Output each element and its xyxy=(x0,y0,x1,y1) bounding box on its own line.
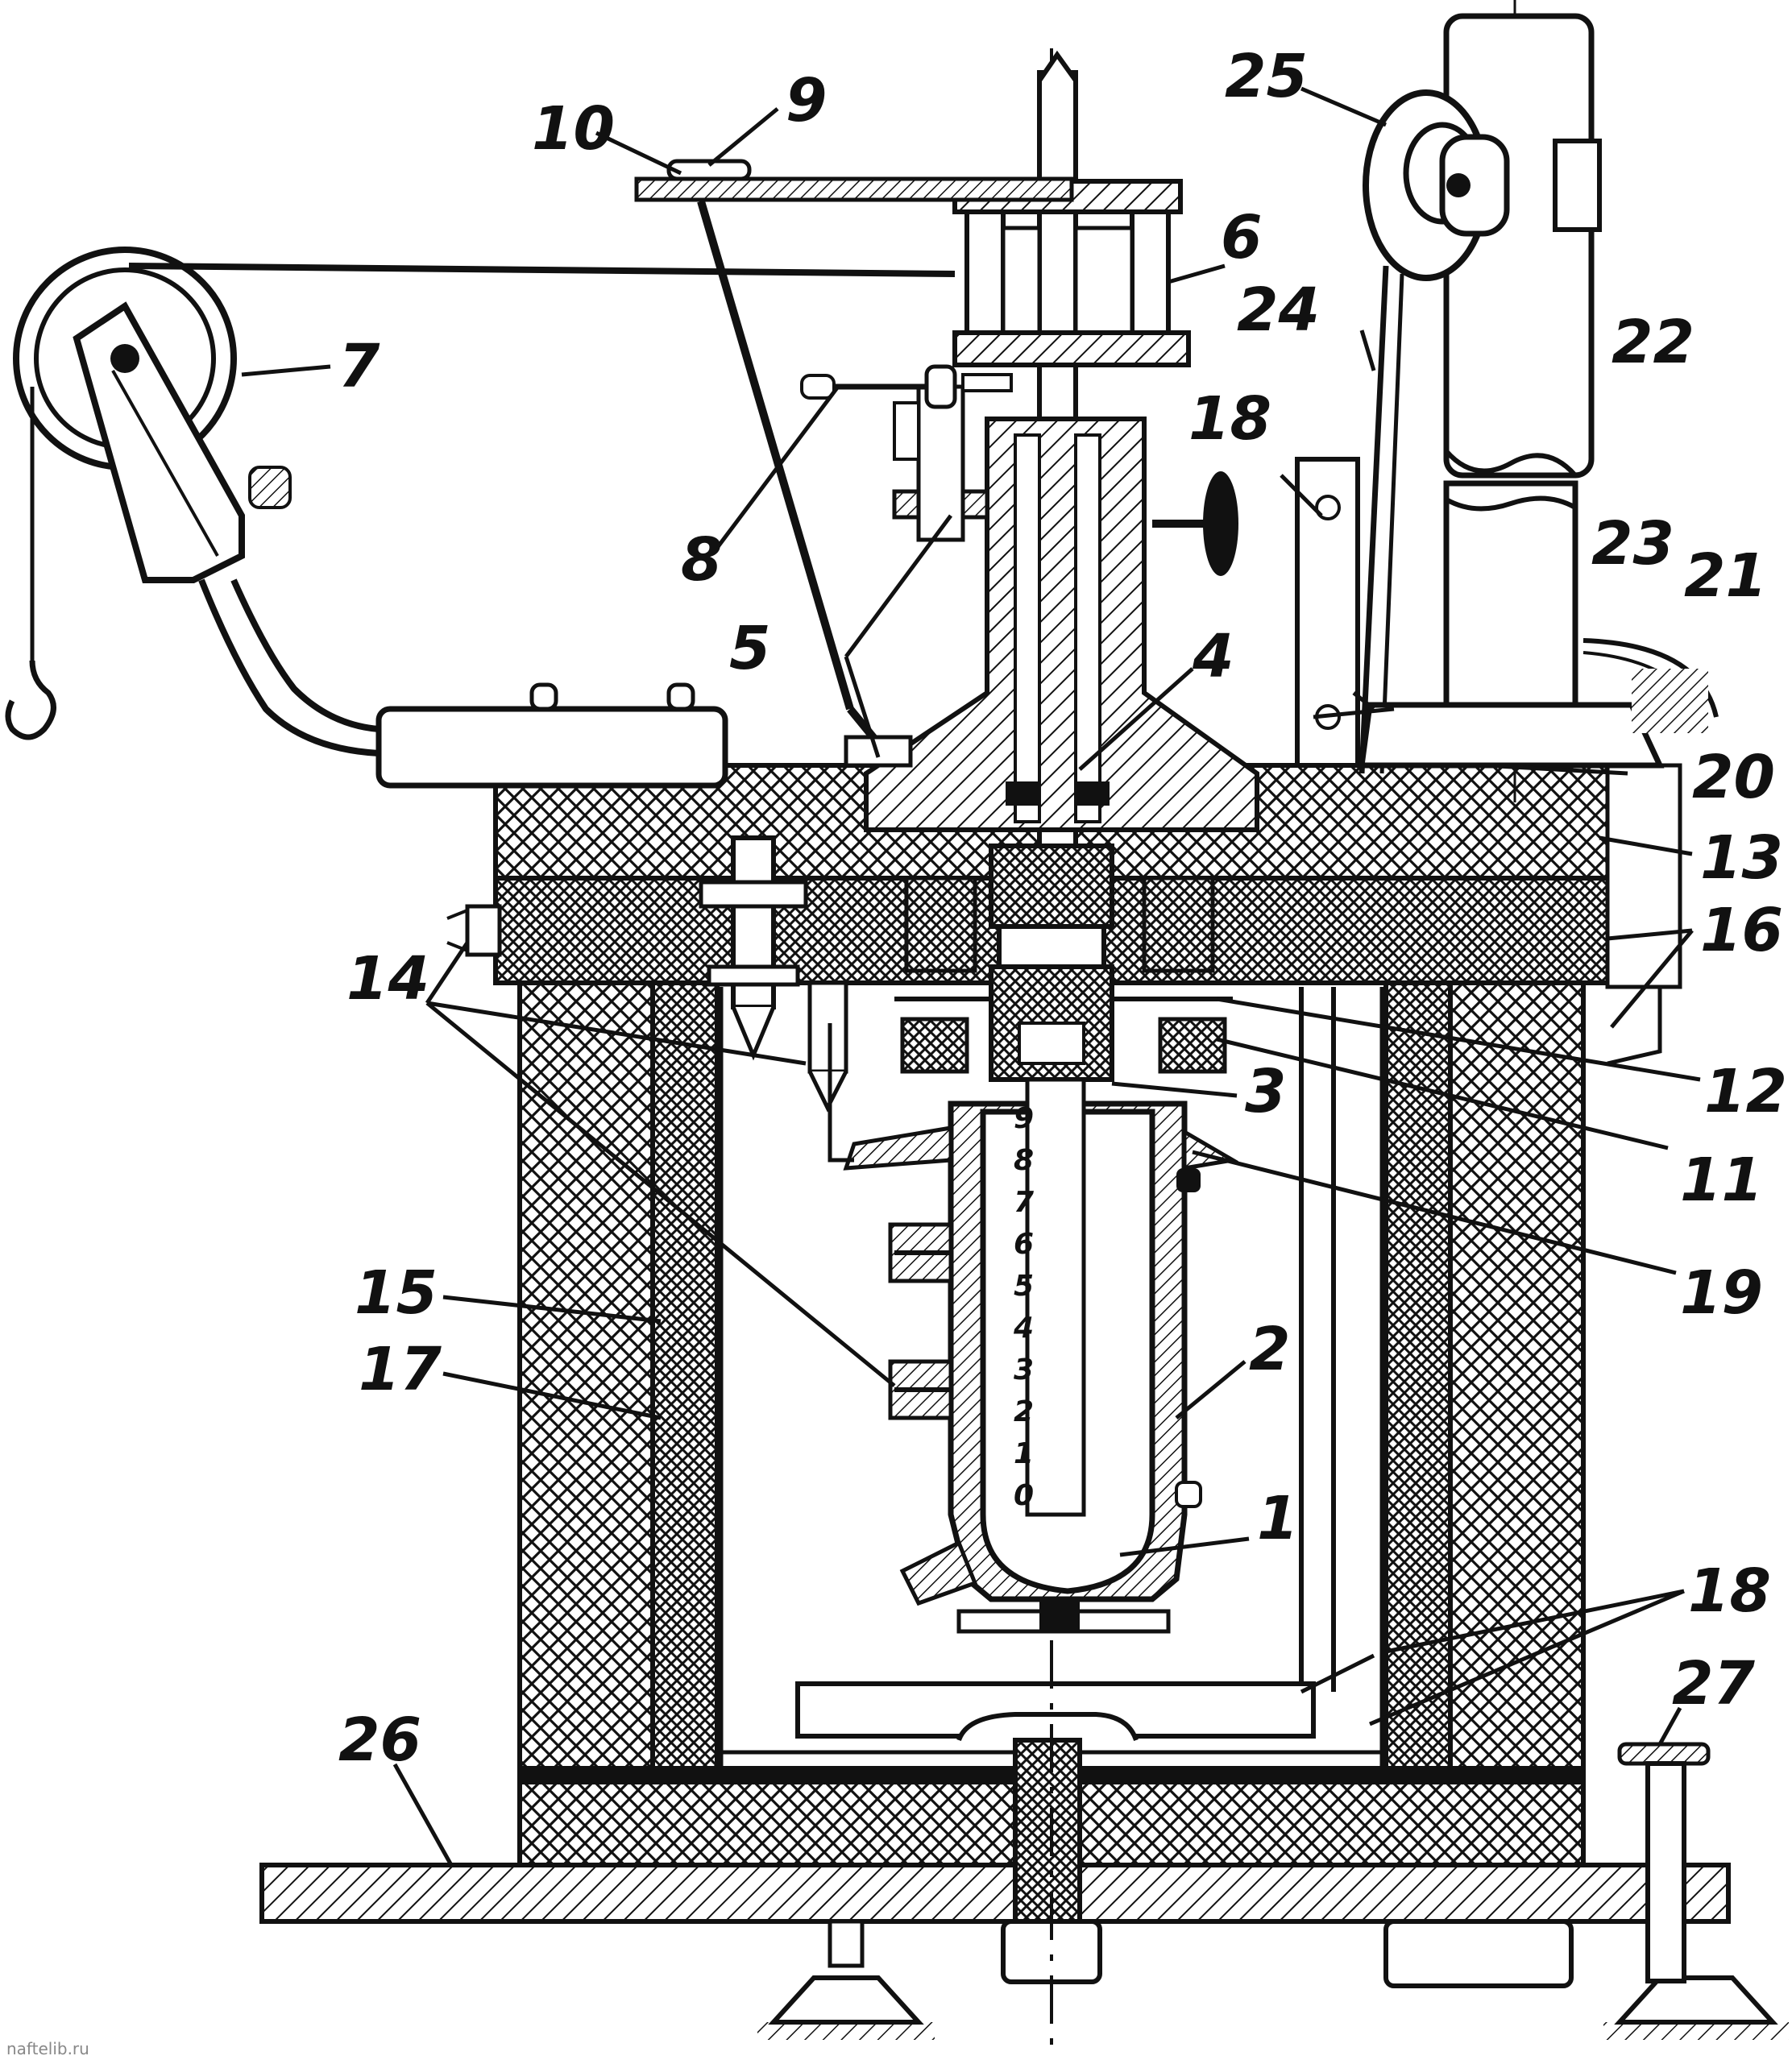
label-17: 17 xyxy=(359,1335,442,1404)
bracket-housing xyxy=(864,417,1259,832)
label-4: 4 xyxy=(1192,622,1234,691)
scale-mark-6: 6 xyxy=(1014,1228,1034,1261)
scale-mark-4: 4 xyxy=(1013,1312,1034,1345)
label-21: 21 xyxy=(1684,541,1767,611)
scale-mark-0: 0 xyxy=(1014,1479,1034,1512)
pulley-assembly xyxy=(5,247,956,740)
label-1: 1 xyxy=(1257,1484,1299,1553)
label-3: 3 xyxy=(1245,1057,1287,1126)
label-24: 24 xyxy=(1237,276,1320,345)
vessel-fittings xyxy=(828,1023,1239,1606)
scale-mark-2: 2 xyxy=(1014,1395,1034,1428)
scale-mark-1: 1 xyxy=(1014,1437,1034,1470)
label-20: 20 xyxy=(1692,743,1775,812)
label-6: 6 xyxy=(1221,203,1263,272)
stirrer-plate xyxy=(795,1681,1316,1924)
lever-arm xyxy=(634,159,1074,768)
levelling-screw xyxy=(1617,1742,1711,1983)
lid-bolts xyxy=(446,835,848,1113)
label-22: 22 xyxy=(1612,308,1695,377)
side-bracket xyxy=(800,364,1013,542)
label-15: 15 xyxy=(355,1258,438,1328)
label-8: 8 xyxy=(681,525,723,595)
label-18-bottom: 18 xyxy=(1688,1556,1771,1626)
label-2: 2 xyxy=(1249,1315,1291,1384)
label-27: 27 xyxy=(1672,1649,1755,1718)
label-10: 10 xyxy=(532,94,615,164)
flexible-hose xyxy=(198,578,728,789)
scale-marks: 9 8 7 6 5 4 3 2 1 0 xyxy=(1013,1102,1034,1512)
scale-mark-5: 5 xyxy=(1014,1270,1034,1303)
label-9: 9 xyxy=(786,66,828,135)
motor-housing xyxy=(1352,638,1719,769)
heater-rods xyxy=(1299,987,1375,1694)
label-19: 19 xyxy=(1680,1258,1763,1328)
bottom-nut-right xyxy=(1383,1919,1574,1988)
label-7: 7 xyxy=(338,332,380,401)
vessel-adapter xyxy=(894,843,1233,1082)
scale-mark-7: 7 xyxy=(1014,1186,1034,1219)
watermark: naftelib.ru xyxy=(6,2039,89,2058)
label-16: 16 xyxy=(1700,896,1783,965)
scale-mark-9: 9 xyxy=(1014,1102,1034,1135)
label-11: 11 xyxy=(1680,1146,1763,1215)
drive-belt xyxy=(1359,265,1404,774)
leader-lines xyxy=(241,86,1701,1867)
label-5: 5 xyxy=(729,614,771,683)
leveling-foot-right xyxy=(1603,1975,1789,2040)
leveling-foot-left xyxy=(757,1919,935,2040)
label-25: 25 xyxy=(1225,42,1308,111)
label-26: 26 xyxy=(338,1706,421,1775)
label-14: 14 xyxy=(346,944,429,1013)
label-23: 23 xyxy=(1591,509,1674,578)
label-12: 12 xyxy=(1704,1057,1787,1126)
callout-labels: 1 2 3 4 5 6 7 8 9 10 11 12 13 14 15 16 1… xyxy=(338,42,1787,1775)
graduated-tube xyxy=(1025,1077,1086,1517)
scale-mark-3: 3 xyxy=(1014,1353,1034,1386)
label-18-top: 18 xyxy=(1188,384,1271,454)
belt-pulley xyxy=(1363,89,1510,281)
support-column xyxy=(1443,13,1602,720)
thumb-screw xyxy=(1152,471,1238,576)
label-13: 13 xyxy=(1700,823,1783,893)
support-strip xyxy=(1295,457,1360,768)
scale-mark-8: 8 xyxy=(1014,1144,1034,1177)
